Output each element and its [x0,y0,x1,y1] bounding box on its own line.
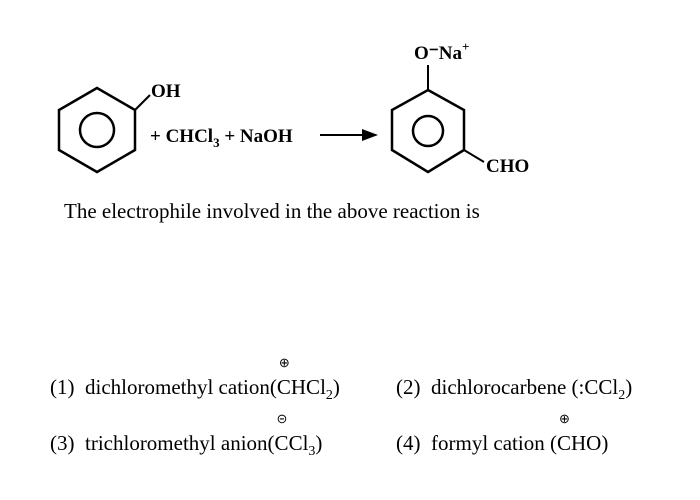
aldehyde-group: CHO [486,156,529,177]
option-3[interactable]: (3) trichloromethyl anion(⊝CCl3) [50,411,323,459]
option-4[interactable]: (4) formyl cation (⊕CHO) [396,411,609,456]
option-number: (4) [396,431,421,455]
reaction-arrow [320,129,378,141]
phenoxide-group: O⁻Na+ [414,39,469,64]
option-2[interactable]: (2) dichlorocarbene (:CCl2) [396,375,633,403]
option-formula: (⊕CHCl2) [269,355,340,403]
option-number: (3) [50,431,75,455]
option-1[interactable]: (1) dichloromethyl cation(⊕CHCl2) [50,355,340,403]
anion-charge-icon: ⊝ [276,411,288,426]
option-text: formyl cation [431,431,545,455]
hydroxyl-group: OH [151,81,181,102]
cation-charge-icon: ⊕ [558,411,570,426]
question-text: The electrophile involved in the above r… [64,199,480,223]
option-formula: (⊝CCl3) [267,411,323,459]
cation-charge-icon: ⊕ [278,355,290,370]
product-ring [390,65,485,174]
phenol-ring [57,86,151,174]
option-number: (1) [50,375,75,399]
option-text: dichloromethyl cation [85,375,270,399]
reaction-scheme: OH + CHCl3 + NaOH O⁻Na+ CHO [57,39,529,177]
option-text: dichlorocarbene (:CCl [431,375,619,399]
option-text: trichloromethyl anion [85,431,268,455]
option-number: (2) [396,375,421,399]
reagents-text: + CHCl3 + NaOH [150,126,293,150]
option-formula: (⊕CHO) [549,411,609,455]
